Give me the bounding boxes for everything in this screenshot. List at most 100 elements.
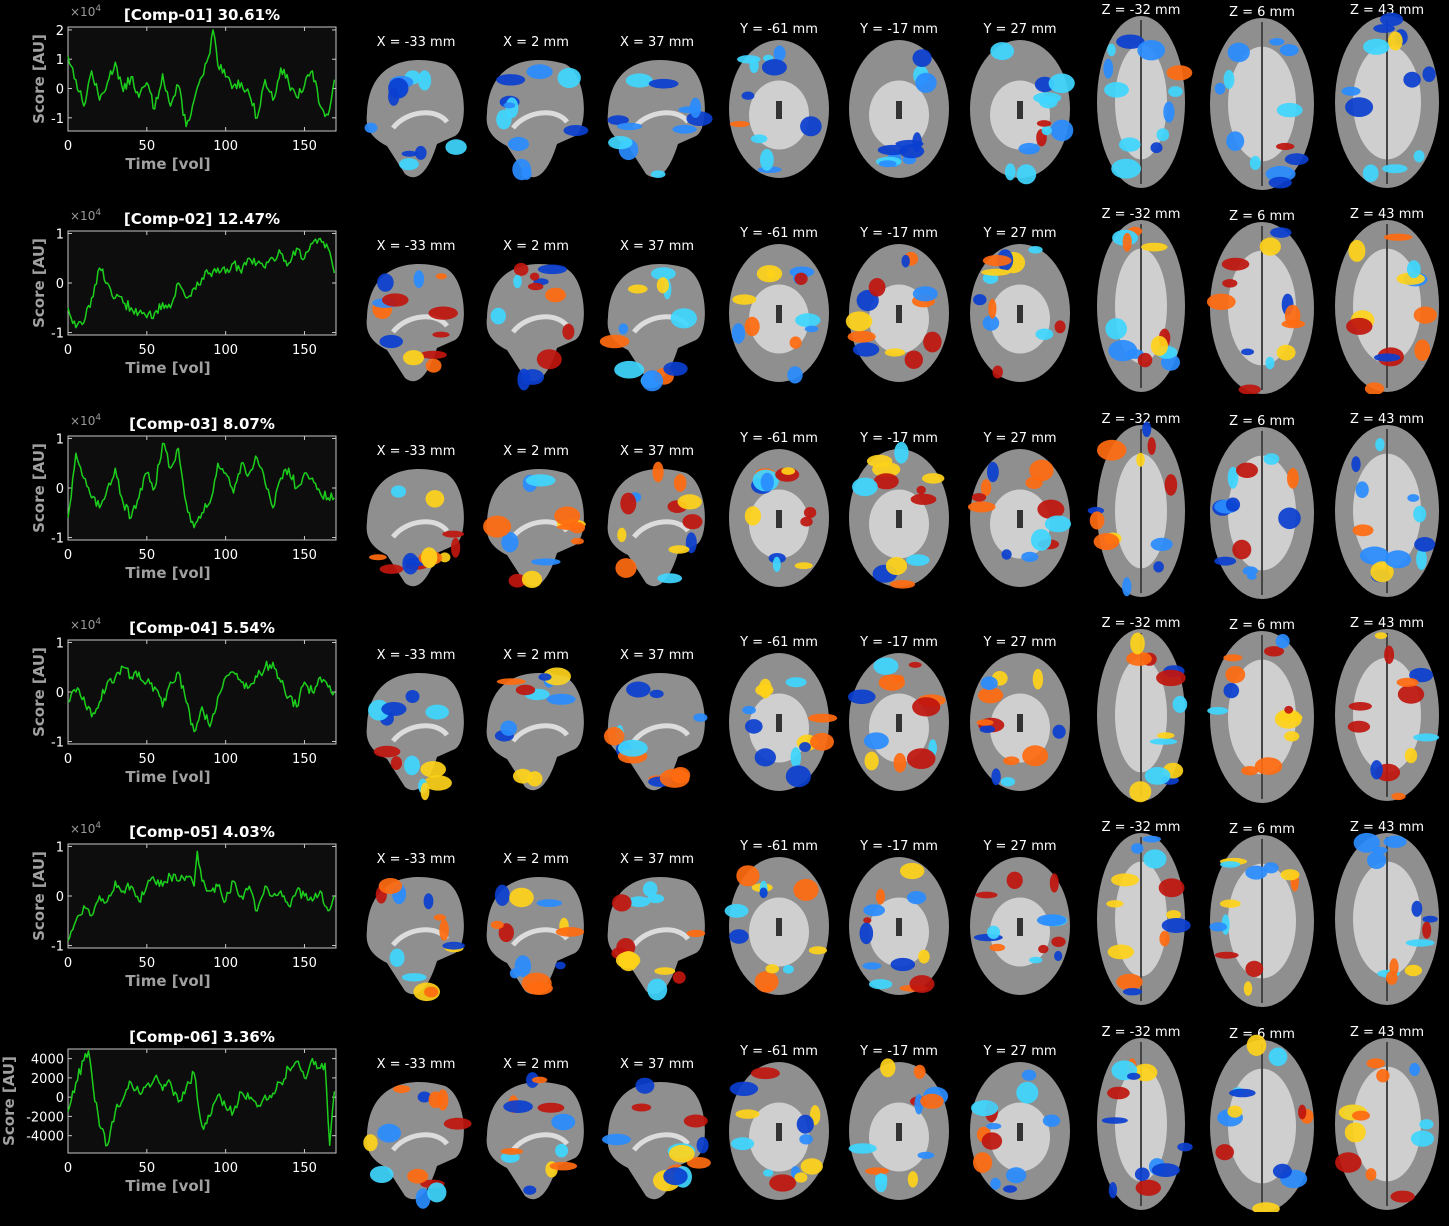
activation-blob — [916, 485, 926, 494]
y-tick-label: 1 — [56, 841, 64, 856]
brain-slice-axial: Z = 43 mm — [1328, 204, 1446, 395]
brain-image — [970, 652, 1070, 791]
brain-image — [599, 264, 705, 392]
axes-frame — [67, 639, 337, 745]
activation-blob — [915, 72, 937, 93]
activation-blob — [1103, 58, 1114, 79]
brain-slice-axial: Z = -32 mm — [1082, 0, 1200, 190]
brain-slice-sagittal: X = -33 mm — [357, 409, 475, 599]
activation-blob — [1366, 1057, 1385, 1068]
activation-blob — [528, 282, 544, 291]
activation-blob — [745, 718, 763, 734]
activation-blob — [515, 684, 536, 696]
activation-blob — [737, 55, 761, 64]
white-matter — [632, 518, 691, 539]
activation-blob — [884, 348, 906, 357]
activation-blob — [427, 1181, 447, 1202]
activation-blob — [794, 272, 808, 286]
activation-blob — [1129, 781, 1152, 803]
activation-blob — [1118, 137, 1141, 152]
activation-blob — [1241, 765, 1259, 776]
activation-blob — [1383, 233, 1413, 242]
activation-blob — [1249, 155, 1261, 171]
activation-blob — [1006, 871, 1023, 890]
activation-blob — [1397, 684, 1425, 704]
activation-blob — [731, 323, 746, 344]
activation-blob — [1265, 356, 1275, 370]
activation-blob — [616, 122, 643, 131]
activation-blob — [435, 273, 447, 280]
activation-blob — [421, 546, 438, 568]
ventricle — [1017, 101, 1023, 119]
activation-blob — [1363, 38, 1390, 55]
activation-blob — [377, 1123, 401, 1143]
activation-blob — [615, 557, 637, 578]
slice-label: X = -33 mm — [376, 35, 456, 50]
activation-blob — [604, 726, 625, 746]
y-tick-label: -1 — [51, 112, 64, 127]
activation-blob — [1413, 733, 1440, 742]
activation-blob — [496, 74, 526, 86]
x-tick-label: 100 — [213, 752, 238, 767]
activation-blob — [1404, 964, 1423, 977]
ventricle — [776, 509, 782, 528]
component-title: [Comp-01] 30.61% — [123, 6, 281, 24]
slice-label: Y = -17 mm — [860, 430, 938, 446]
activation-blob — [868, 278, 886, 297]
activation-blob — [635, 1077, 655, 1094]
activation-blob — [852, 342, 880, 357]
activation-blob — [880, 1057, 896, 1077]
x-tick-label: 0 — [64, 956, 72, 971]
activation-blob — [773, 45, 786, 62]
activation-blob — [1270, 227, 1292, 239]
activation-blob — [1018, 142, 1040, 155]
activation-blob — [1137, 40, 1166, 61]
activation-blob — [736, 865, 760, 887]
series-line — [67, 237, 336, 329]
ventricle — [776, 713, 782, 732]
activation-blob — [989, 943, 1006, 952]
brain-slice-sagittal: X = -33 mm — [357, 817, 475, 1007]
activation-blob — [742, 705, 756, 715]
white-matter — [511, 314, 570, 334]
brain-image — [607, 877, 706, 1001]
brain-image — [1335, 1037, 1439, 1210]
activation-blob — [618, 323, 629, 335]
activation-blob — [800, 1157, 823, 1175]
activation-blob — [1345, 97, 1374, 117]
activation-blob — [772, 556, 781, 572]
slice-label: Z = 6 mm — [1229, 209, 1295, 225]
activation-blob — [877, 144, 908, 156]
x-axis-label: Time [vol] — [125, 155, 210, 173]
activation-blob — [650, 170, 666, 178]
brain-outline — [486, 1081, 584, 1199]
brain-image — [1210, 426, 1314, 599]
brain-slice-sagittal: X = 2 mm — [477, 204, 595, 394]
white-matter — [511, 723, 570, 743]
white-matter — [391, 518, 450, 539]
activation-blob — [1335, 1151, 1362, 1173]
activation-blob — [483, 515, 512, 538]
activation-blob — [423, 893, 434, 910]
activation-blob — [620, 492, 637, 514]
activation-blob — [1416, 548, 1427, 570]
x-tick-label: 100 — [213, 1161, 238, 1176]
y-axis-label: Score [AU] — [30, 238, 48, 328]
activation-blob — [424, 775, 452, 791]
y-tick-label: 4000 — [31, 1052, 64, 1067]
slice-label: Z = -32 mm — [1101, 820, 1181, 836]
brain-slice-coronal: Y = -17 mm — [840, 613, 958, 803]
brain-image — [1097, 220, 1185, 393]
activation-blob — [1279, 44, 1299, 57]
activation-blob — [536, 899, 563, 908]
brain-image — [486, 667, 584, 791]
activation-blob — [382, 293, 409, 307]
activation-blob — [1411, 900, 1423, 917]
brain-slice-sagittal: X = 37 mm — [598, 1022, 716, 1212]
activation-blob — [599, 335, 630, 349]
brain-image — [366, 468, 464, 586]
slice-label: X = 37 mm — [619, 35, 695, 50]
activation-blob — [990, 1177, 1001, 1190]
activation-blob — [1422, 66, 1436, 82]
activation-blob — [445, 139, 467, 155]
